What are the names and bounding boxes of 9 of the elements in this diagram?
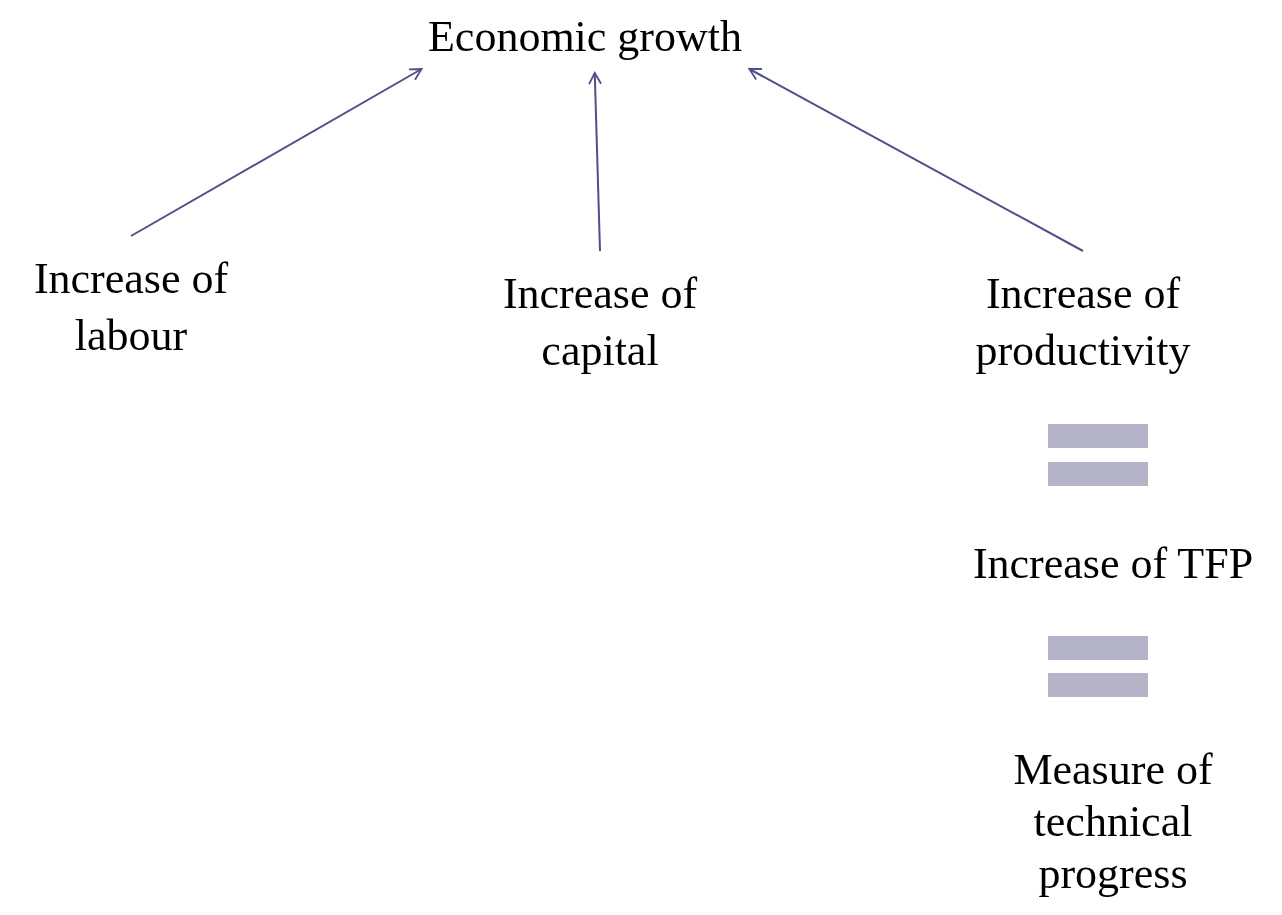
- node-text: Measure of technical progress: [1012, 744, 1214, 900]
- node-text: Economic growth: [426, 11, 743, 63]
- arrow: [130, 68, 423, 237]
- node-text: Increase of labour: [32, 253, 230, 362]
- node-text: Increase of productivity: [974, 268, 1192, 377]
- node-text: Increase of TFP: [971, 538, 1255, 590]
- arrow: [748, 68, 1084, 252]
- arrow: [588, 72, 602, 252]
- node-text: Increase of capital: [501, 268, 699, 377]
